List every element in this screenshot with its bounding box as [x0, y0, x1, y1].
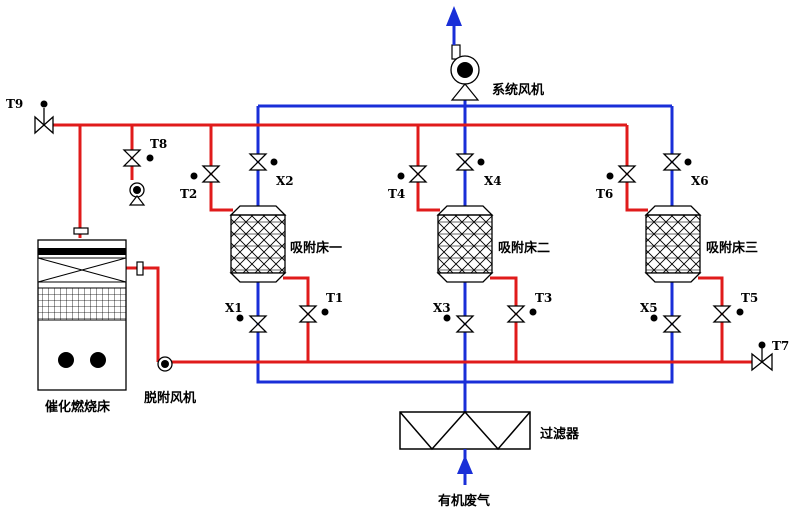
- valve-x6[interactable]: [662, 153, 692, 171]
- adsorption-bed-2: [436, 205, 494, 283]
- burner-outlet-line: [125, 266, 160, 362]
- valve-t6-label: T6: [596, 187, 613, 201]
- valve-t2-label: T2: [180, 187, 197, 201]
- valve-t8-label: T8: [150, 137, 167, 151]
- valve-t3[interactable]: [506, 305, 537, 323]
- catalytic-combustion-bed: [37, 227, 144, 391]
- valve-t4[interactable]: [397, 165, 428, 183]
- system-fan: [450, 44, 480, 101]
- t3-branch-line: [490, 276, 518, 362]
- valve-x6-label: X6: [691, 174, 709, 188]
- valve-t3-label: T3: [535, 291, 552, 305]
- valve-x1-label: X1: [225, 301, 243, 315]
- desorption-lines: [52, 123, 752, 364]
- inlet-arrow: [457, 455, 473, 474]
- valve-x4-label: X4: [484, 174, 502, 188]
- valve-t6[interactable]: [606, 165, 637, 183]
- valve-t9[interactable]: [34, 100, 54, 135]
- valve-x4[interactable]: [455, 153, 485, 171]
- waste-gas-label: 有机废气: [438, 493, 490, 509]
- bed2-label: 吸附床二: [498, 240, 550, 256]
- valve-t1[interactable]: [298, 305, 329, 323]
- valve-x5[interactable]: [650, 314, 682, 333]
- bed1-label: 吸附床一: [290, 240, 342, 256]
- valve-t2[interactable]: [190, 165, 221, 183]
- valve-t5-label: T5: [741, 291, 758, 305]
- valve-x3-label: X3: [433, 301, 451, 315]
- valve-t7-label: T7: [772, 339, 789, 353]
- t8-small-pump: [128, 182, 146, 206]
- valve-t9-label: T9: [6, 97, 23, 111]
- valve-x3[interactable]: [443, 314, 475, 333]
- desorption-fan-label: 脱附风机: [144, 390, 196, 406]
- adsorption-bed-3: [644, 205, 702, 283]
- valve-t8[interactable]: [122, 149, 154, 167]
- filter: [399, 410, 531, 451]
- valve-t4-label: T4: [388, 187, 405, 201]
- catalytic-bed-label: 催化燃烧床: [45, 399, 111, 415]
- t6-branch-line: [625, 125, 648, 212]
- valve-x2[interactable]: [248, 153, 278, 171]
- bed3-label: 吸附床三: [706, 240, 758, 256]
- adsorption-bed-1: [229, 205, 287, 283]
- valve-t1-label: T1: [326, 291, 343, 305]
- t4-branch-line: [416, 125, 440, 212]
- valve-x5-label: X5: [640, 301, 658, 315]
- valve-t7[interactable]: [751, 341, 773, 372]
- valve-t5[interactable]: [712, 305, 744, 323]
- desorption-fan: [157, 356, 173, 372]
- valve-x1[interactable]: [236, 314, 268, 333]
- t1-branch-line: [283, 276, 310, 362]
- filter-label: 过滤器: [540, 426, 580, 442]
- exhaust-arrow: [446, 6, 462, 26]
- t2-branch-line: [209, 125, 233, 212]
- system-fan-label: 系统风机: [492, 82, 544, 98]
- t5-branch-line: [698, 276, 724, 362]
- valve-x2-label: X2: [276, 174, 294, 188]
